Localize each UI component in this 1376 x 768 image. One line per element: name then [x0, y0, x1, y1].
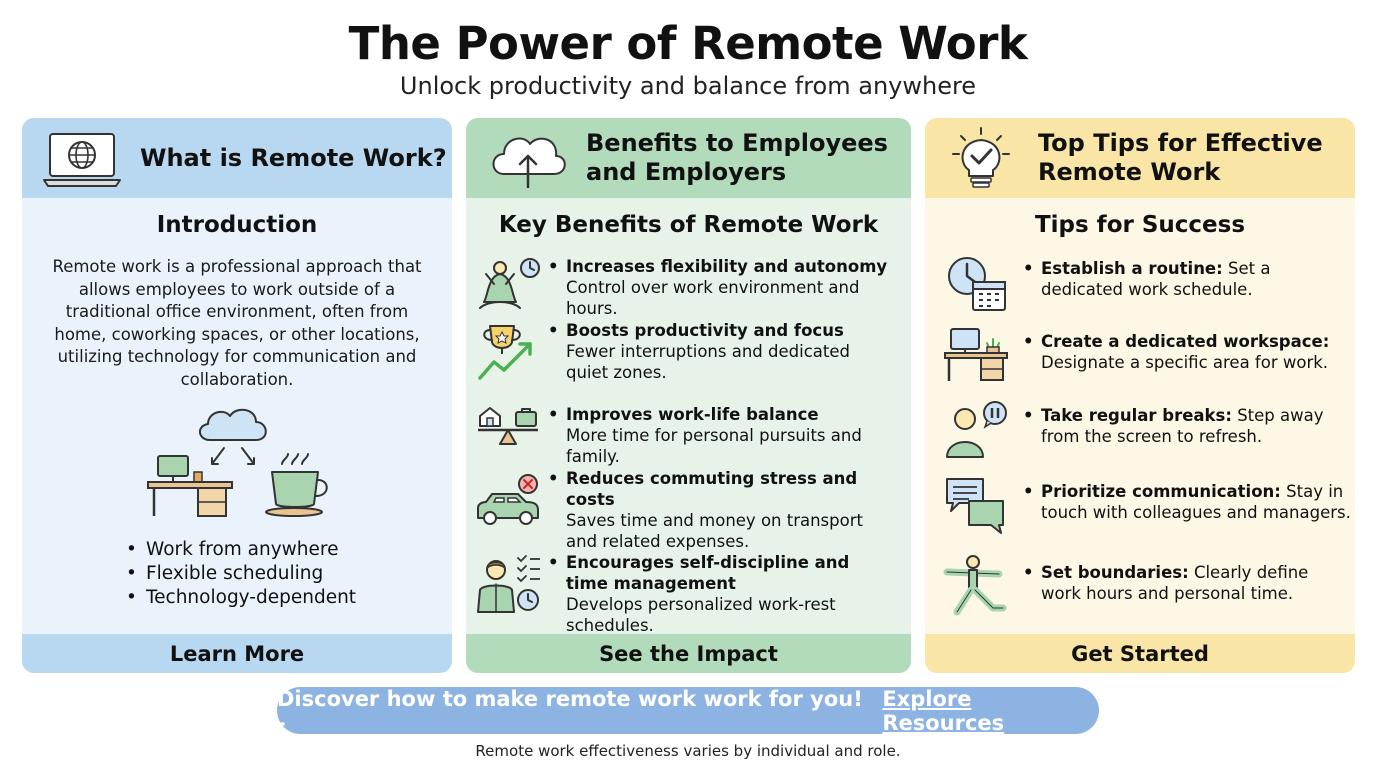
- tip-text: • Create a dedicated workspace: Designat…: [1023, 332, 1330, 372]
- footnote: Remote work effectiveness varies by indi…: [475, 742, 901, 760]
- lightbulb-check-icon: [952, 127, 1010, 188]
- meditation-clock-icon: [479, 258, 540, 309]
- benefit-text: • Improves work-life balance More time f…: [548, 405, 862, 466]
- benefit-title: Increases flexibility and autonomy: [566, 257, 888, 276]
- panel-header: Top Tips for Effective Remote Work: [925, 118, 1355, 198]
- tip-desc: Clearly define work hours and personal t…: [1041, 563, 1309, 603]
- panel-what-is-remote-work: What is Remote Work? Introduction Remote…: [22, 118, 452, 673]
- panel-title-line1: Benefits to Employees: [586, 129, 888, 157]
- panel-title-line2: and Employers: [586, 158, 787, 186]
- benefit-text: • Reduces commuting stress and costs Sav…: [548, 469, 863, 551]
- benefit-title: Encourages self-discipline and time mana…: [566, 553, 850, 593]
- clock-calendar-icon: [948, 257, 1006, 311]
- tip-text: • Establish a routine: Set a dedicated w…: [1023, 259, 1271, 299]
- panel-title: What is Remote Work?: [140, 144, 447, 172]
- person-pause-icon: [946, 401, 1007, 458]
- trophy-growth-icon: [478, 325, 532, 380]
- car-cancel-icon: [477, 474, 539, 525]
- panel-tips: Top Tips for Effective Remote Work Tips …: [925, 118, 1355, 673]
- benefit-desc: Saves time and money on transport and re…: [566, 511, 863, 551]
- cta-text: Discover how to make remote work work fo…: [277, 686, 863, 735]
- tip-desc: Stay in touch with colleagues and manage…: [1041, 482, 1351, 522]
- benefit-desc: Control over work environment and hours.: [566, 278, 860, 318]
- cloud-upload-icon: [492, 137, 566, 188]
- benefit-title: Improves work-life balance: [566, 405, 819, 424]
- tip-text: • Take regular breaks: Step away from th…: [1023, 406, 1324, 446]
- page-title: The Power of Remote Work: [348, 17, 1028, 70]
- benefit-text: • Increases flexibility and autonomy Con…: [548, 257, 888, 318]
- benefit-text: • Encourages self-discipline and time ma…: [548, 553, 850, 635]
- tip-text: • Prioritize communication: Stay in touc…: [1023, 482, 1351, 522]
- benefit-title: Boosts productivity and focus: [566, 321, 844, 340]
- section-subtitle: Introduction: [156, 212, 318, 238]
- panel-title-line1: Top Tips for Effective: [1038, 129, 1323, 157]
- see-the-impact-button[interactable]: See the Impact: [466, 634, 911, 673]
- person-checklist-icon: [477, 555, 540, 613]
- benefit-desc: Develops personalized work-rest schedule…: [566, 595, 836, 635]
- section-subtitle: Tips for Success: [1034, 212, 1246, 238]
- learn-more-button[interactable]: Learn More: [22, 634, 452, 673]
- panel-benefits: Benefits to Employees and Employers Key …: [466, 118, 911, 673]
- intro-text: Remote work is a professional approach t…: [52, 257, 422, 389]
- panel-header: Benefits to Employees and Employers: [466, 118, 911, 198]
- tip-title: Establish a routine:: [1041, 259, 1223, 278]
- balance-scale-icon: [478, 407, 538, 445]
- tip-desc: Designate a specific area for work.: [1041, 353, 1329, 372]
- list-item: Work from anywhere: [126, 538, 356, 562]
- tip-desc: Step away from the screen to refresh.: [1041, 406, 1324, 446]
- get-started-button[interactable]: Get Started: [925, 634, 1355, 673]
- remote-work-illustration-icon: [147, 408, 328, 517]
- benefit-text: • Boosts productivity and focus Fewer in…: [548, 321, 850, 382]
- yoga-pose-icon: [943, 555, 1007, 616]
- panel-title-line2: Remote Work: [1038, 158, 1221, 186]
- chat-bubbles-icon: [946, 478, 1004, 534]
- tip-text: • Set boundaries: Clearly define work ho…: [1023, 563, 1309, 603]
- list-item: Technology-dependent: [126, 586, 356, 610]
- laptop-globe-icon: [43, 133, 121, 187]
- benefit-title: Reduces commuting stress and costs: [566, 469, 858, 509]
- benefit-desc: Fewer interruptions and dedicated quiet …: [566, 342, 850, 382]
- tip-title: Create a dedicated workspace:: [1041, 332, 1330, 351]
- page-subtitle: Unlock productivity and balance from any…: [399, 72, 977, 100]
- panel-header: What is Remote Work?: [22, 118, 452, 198]
- cta-banner[interactable]: Discover how to make remote work work fo…: [277, 686, 1099, 735]
- list-item: Flexible scheduling: [126, 562, 356, 586]
- explore-resources-link[interactable]: Explore Resources: [882, 686, 1005, 735]
- feature-bullet-list: Work from anywhere Flexible scheduling T…: [126, 538, 356, 610]
- tip-title: Set boundaries:: [1041, 563, 1189, 582]
- benefit-desc: More time for personal pursuits and fami…: [566, 426, 862, 466]
- desk-workspace-icon: [944, 328, 1008, 381]
- tip-title: Take regular breaks:: [1041, 406, 1232, 425]
- tip-desc: Set a dedicated work schedule.: [1041, 259, 1271, 299]
- section-subtitle: Key Benefits of Remote Work: [498, 212, 879, 238]
- tip-title: Prioritize communication:: [1041, 482, 1281, 501]
